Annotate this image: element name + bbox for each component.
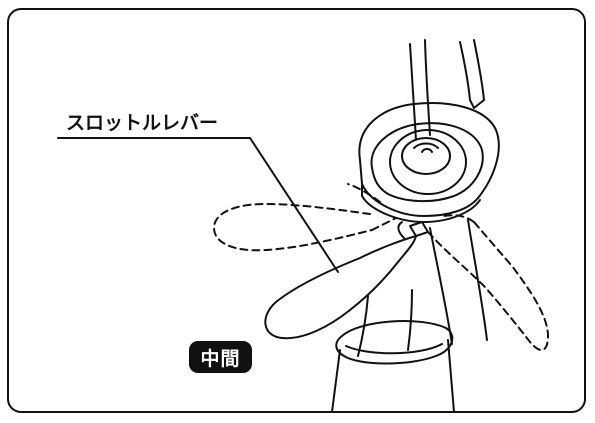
throttle-housing: [358, 102, 500, 223]
lever-alt-position-left: [213, 183, 397, 252]
throttle-lever-label: スロットルレバー: [66, 112, 219, 134]
handlebar-tube: [357, 219, 488, 357]
handle-grip: [331, 320, 455, 413]
lever-alt-position-right: [427, 214, 549, 351]
throttle-lever: [264, 221, 429, 340]
callout-leader: [57, 137, 339, 273]
position-badge: 中間: [189, 341, 252, 373]
